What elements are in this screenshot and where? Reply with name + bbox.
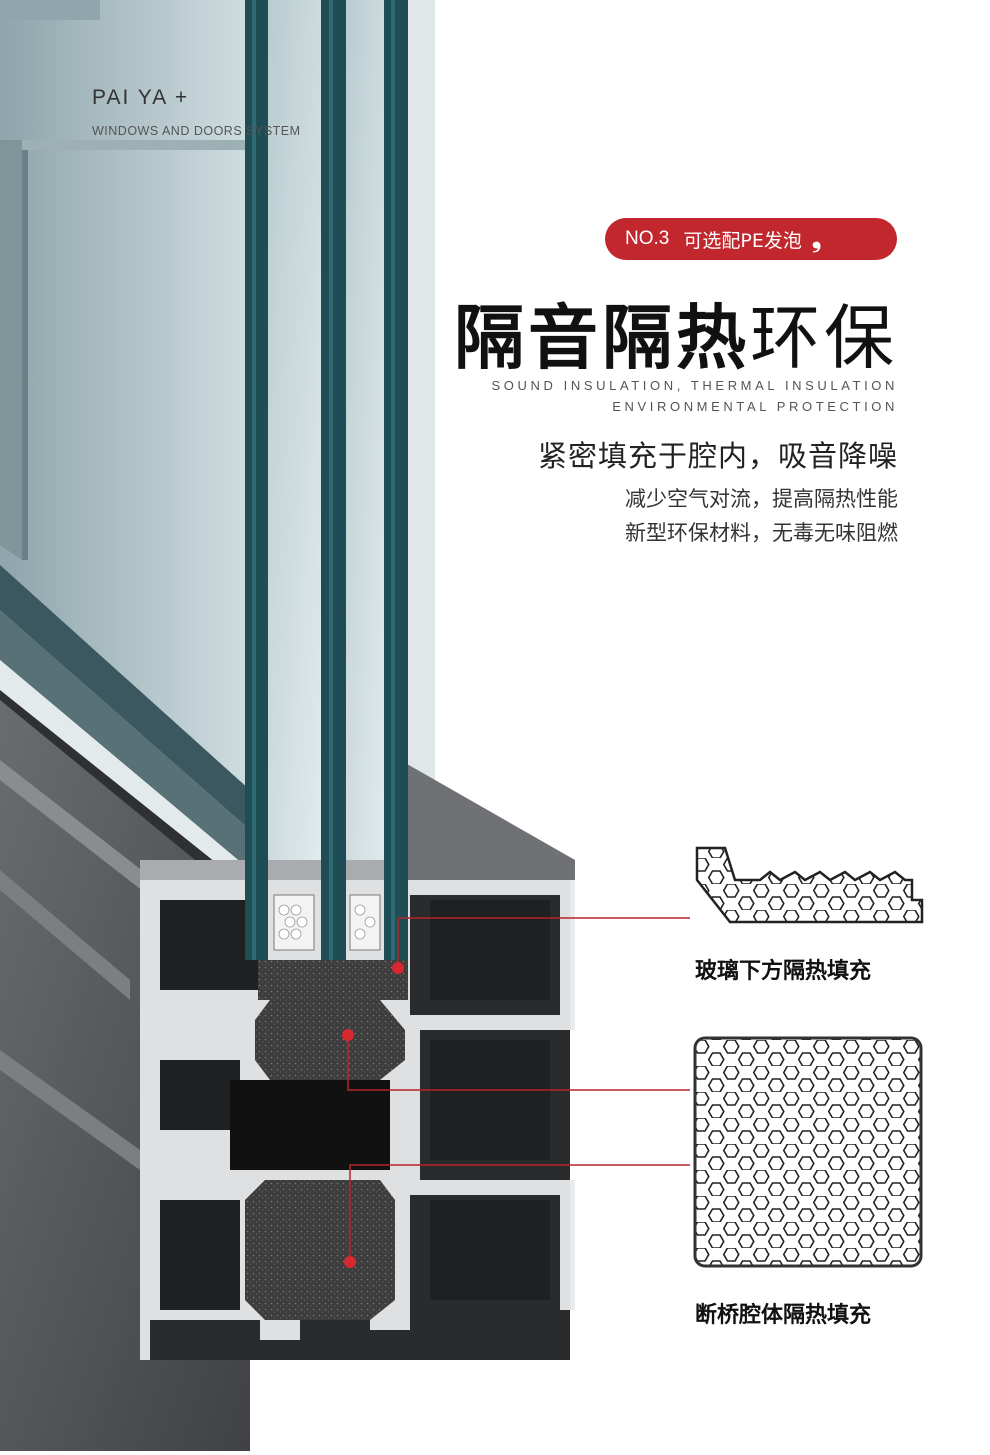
english-caption: SOUND INSULATION, THERMAL INSULATION ENV… — [492, 375, 899, 417]
callout-dot-3 — [344, 1256, 356, 1268]
glass-foam-fill — [258, 960, 408, 1000]
foam-profile-icon — [695, 846, 924, 924]
thermal-break-strip — [230, 1080, 390, 1170]
feature-badge: NO.3 可选配PE发泡 ❟ — [605, 218, 897, 260]
callout-lines — [347, 917, 690, 1260]
english-caption-line2: ENVIRONMENTAL PROTECTION — [612, 399, 898, 414]
cavity-foam-lower — [245, 1180, 395, 1320]
page-title: 隔音隔热环保 — [454, 282, 898, 383]
callout-dot-2 — [342, 1029, 354, 1041]
foam-texture-swatch — [693, 1036, 923, 1268]
glass-pane-3 — [384, 0, 408, 960]
feature-list: 减少空气对流，提高隔热性能 新型环保材料，无毒无味阻燃 — [625, 482, 898, 550]
title-bold: 隔音隔热 — [454, 297, 750, 379]
badge-text: 可选配PE发泡 — [683, 229, 802, 252]
badge-comma-icon: ❟ — [811, 225, 822, 253]
callout-dot-1 — [392, 962, 404, 974]
brand-subtitle: WINDOWS AND DOORS SYSTEM — [92, 124, 301, 138]
brand-logo: PAI YA + WINDOWS AND DOORS SYSTEM — [92, 86, 301, 138]
callout-label-cavity-fill: 断桥腔体隔热填充 — [695, 1303, 872, 1328]
subheading: 紧密填充于腔内，吸音降噪 — [537, 439, 898, 473]
feature-line-1: 减少空气对流，提高隔热性能 — [625, 487, 898, 511]
glass-pane-2 — [321, 0, 346, 960]
feature-line-2: 新型环保材料，无毒无味阻燃 — [625, 521, 898, 545]
badge-number: NO.3 — [625, 228, 670, 249]
glass-pane-middle — [268, 0, 328, 870]
english-caption-line1: SOUND INSULATION, THERMAL INSULATION — [491, 378, 898, 393]
title-light: 环保 — [750, 297, 898, 379]
callout-label-glass-fill: 玻璃下方隔热填充 — [695, 959, 872, 984]
cavity-foam-upper — [255, 1000, 405, 1080]
glass-pane-1 — [245, 0, 268, 960]
brand-name: PAI YA + — [92, 86, 190, 109]
